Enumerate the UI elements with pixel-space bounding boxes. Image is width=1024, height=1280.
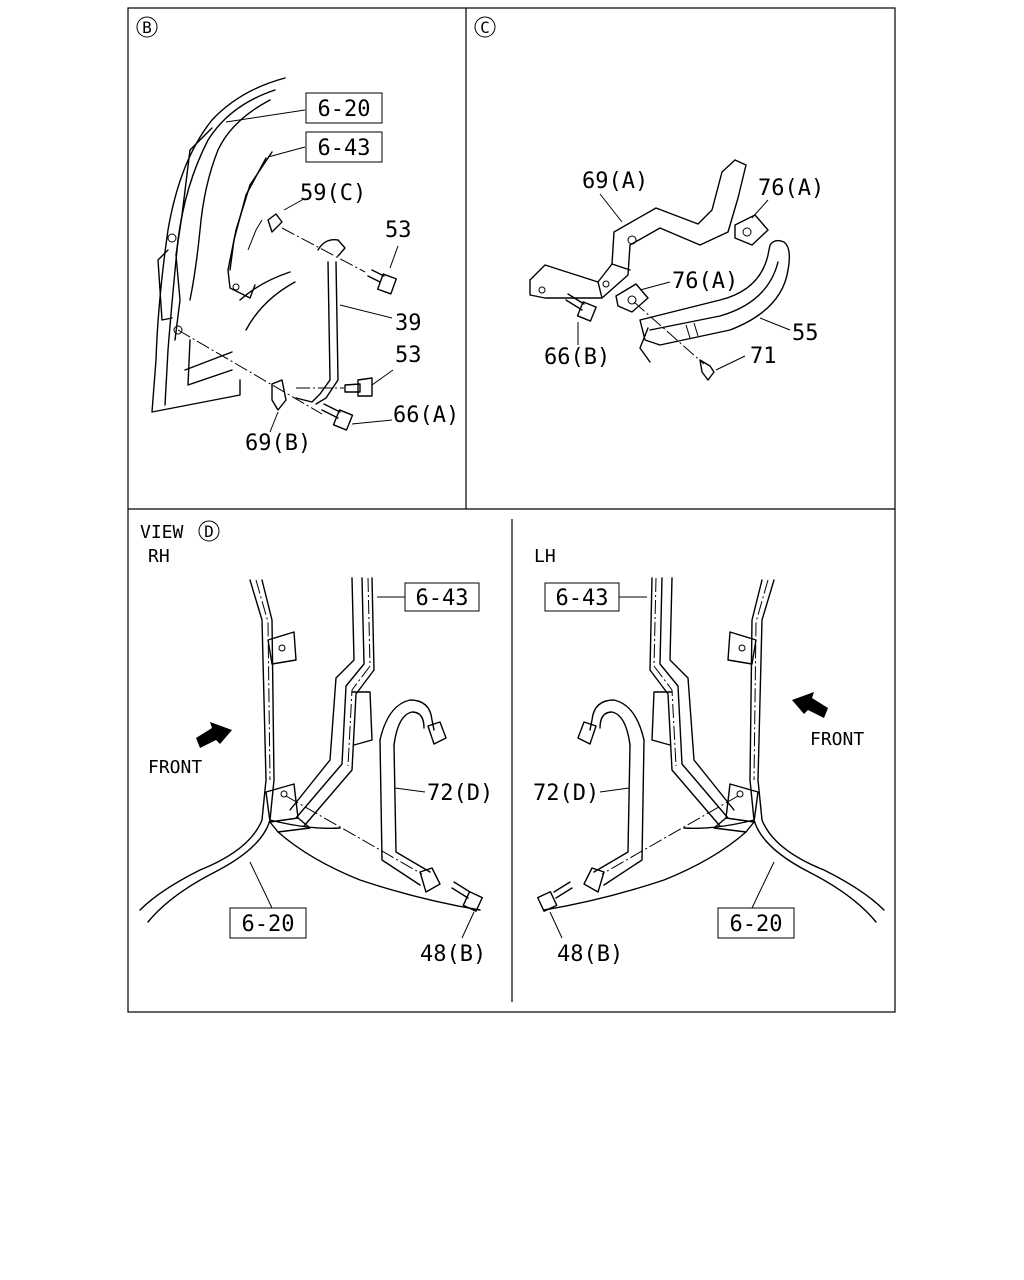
panel-b-bolts [321,269,398,431]
panel-c-label-71: 71 [750,344,777,369]
panel-c-circle-letter: C [480,18,490,37]
panel-c-label-55: 55 [792,321,819,346]
panel-d-lh-bolt-48b [536,881,573,912]
panel-c-label-66b: 66(B) [544,345,610,370]
panel-c-grip-55 [639,239,791,363]
panel-b-label-53-upper: 53 [385,218,412,243]
panel-d-rh-callout-6-43: 6-43 [416,586,469,611]
panel-d-lh-leaders [549,596,775,939]
panel-d-rh-label-72d: 72(D) [427,781,493,806]
panel-d-lh-grip-72d [577,699,645,893]
panel-c-bracket-69a [529,159,747,299]
panel-frames [127,7,896,1013]
panel-b-callout-box-6-43 [305,131,383,163]
panel-b-pillar-drawing [151,77,296,413]
panel-b-callout-6-20: 6-20 [318,97,371,122]
panel-d-rh-leaders [249,596,475,939]
panel-b-callout-box-6-20 [305,92,383,124]
panel-b-label-59c: 59(C) [300,181,366,206]
panel-d-rh-front-arrow-icon [196,722,232,748]
panel-b-label-69b: 69(B) [245,431,311,456]
panel-b-circle-letter: B [142,18,152,37]
panel-b-leaders [177,109,399,433]
panel-d-circle-marker [198,520,220,542]
panel-d-circle-letter: D [204,522,214,541]
panel-d-rh-grip-72d [379,699,447,893]
panel-d: VIEW D RH [139,520,885,967]
panel-d-lh-front-arrow-icon [792,692,828,718]
panel-d-lh-callout-6-20: 6-20 [730,912,783,937]
panel-d-rh-callout-box-6-43 [404,582,480,612]
panel-d-lh-side-label: LH [534,546,556,567]
panel-d-rh-side-label: RH [148,546,170,567]
panel-b-label-53-lower: 53 [395,343,422,368]
panel-d-lh: LH [533,546,885,967]
panel-d-rh-callout-box-6-20 [229,907,307,939]
panel-c-label-69a: 69(A) [582,169,648,194]
panel-d-rh-callout-6-20: 6-20 [242,912,295,937]
panel-b-assist-grip-39 [267,213,346,411]
panel-d-rh-front-label: FRONT [148,757,202,778]
panel-d-rh: RH [139,546,493,967]
panel-c-label-76a-lower: 76(A) [672,269,738,294]
panel-c-circle-marker [474,16,496,38]
panel-b-label-66a: 66(A) [393,403,459,428]
panel-d-lh-callout-box-6-43 [544,582,620,612]
panel-d-rh-label-48b: 48(B) [420,942,486,967]
panel-b: B [136,16,459,456]
panel-b-circle-marker [136,16,158,38]
panel-c-clips-76a [615,214,769,313]
panel-d-lh-callout-box-6-20 [717,907,795,939]
panel-c-leaders [577,193,791,371]
panel-c-label-76a-upper: 76(A) [758,176,824,201]
panel-c-screws [565,293,715,381]
panel-d-lh-label-48b: 48(B) [557,942,623,967]
panel-d-lh-label-72d: 72(D) [533,781,599,806]
panel-d-lh-front-label: FRONT [810,729,864,750]
panel-d-lh-callout-6-43: 6-43 [556,586,609,611]
panel-d-rh-body-drawing [139,577,481,923]
panel-b-callout-6-43: 6-43 [318,136,371,161]
panel-b-label-39: 39 [395,311,422,336]
panel-d-lh-body-drawing [543,577,885,923]
panel-d-view-word: VIEW [140,522,184,543]
panel-c: C [474,16,824,381]
panel-d-rh-bolt-48b [451,881,484,912]
